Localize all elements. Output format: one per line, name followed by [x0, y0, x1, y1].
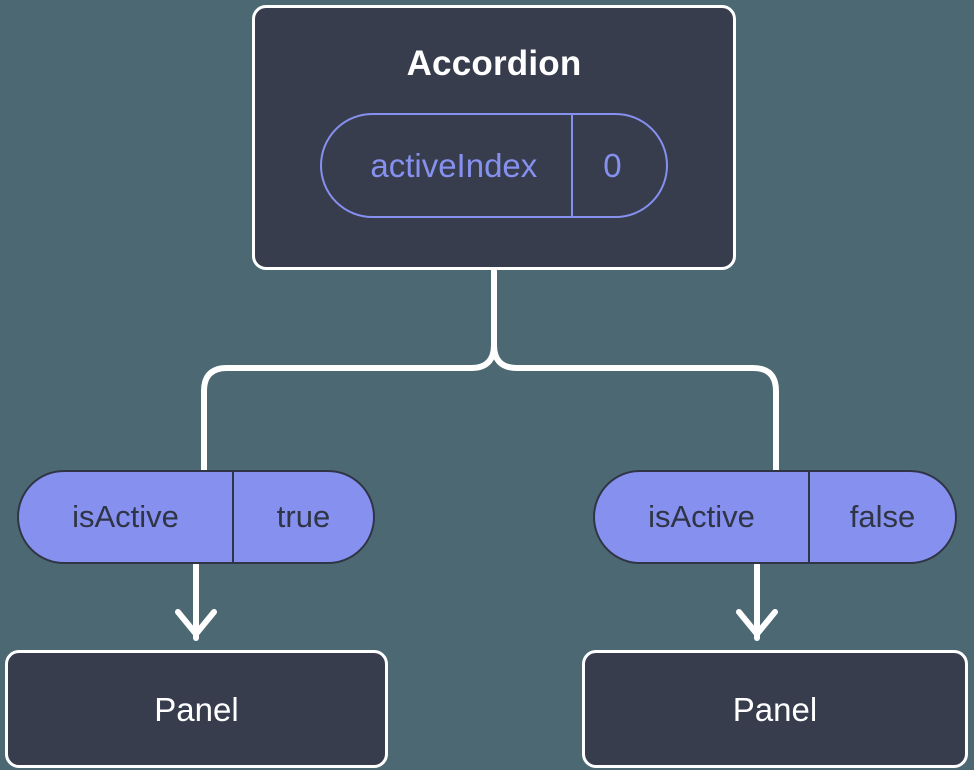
- prop-badge-is-active-true-key: isActive: [72, 499, 179, 534]
- connector-branch-left: [201, 342, 497, 473]
- state-badge-active-index[interactable]: activeIndex 0: [320, 113, 668, 218]
- node-accordion[interactable]: Accordion activeIndex 0: [252, 5, 736, 270]
- prop-badge-is-active-false-value: false: [808, 472, 955, 562]
- node-accordion-title: Accordion: [406, 44, 582, 83]
- node-panel-right-title: Panel: [732, 690, 818, 728]
- arrowhead-left-icon: [175, 609, 217, 637]
- arrowhead-right-icon: [736, 609, 778, 637]
- state-badge-active-index-key: activeIndex: [370, 146, 538, 184]
- node-panel-left-title: Panel: [154, 690, 239, 728]
- node-panel-left[interactable]: Panel: [5, 650, 388, 768]
- state-badge-active-index-value: 0: [571, 115, 665, 216]
- prop-badge-is-active-true[interactable]: isActive true: [17, 470, 375, 564]
- prop-badge-is-active-false[interactable]: isActive false: [593, 470, 957, 564]
- node-panel-right[interactable]: Panel: [582, 650, 968, 768]
- connector-branch-right: [491, 342, 779, 473]
- prop-badge-is-active-false-key: isActive: [648, 499, 755, 534]
- prop-badge-is-active-true-value: true: [232, 472, 373, 562]
